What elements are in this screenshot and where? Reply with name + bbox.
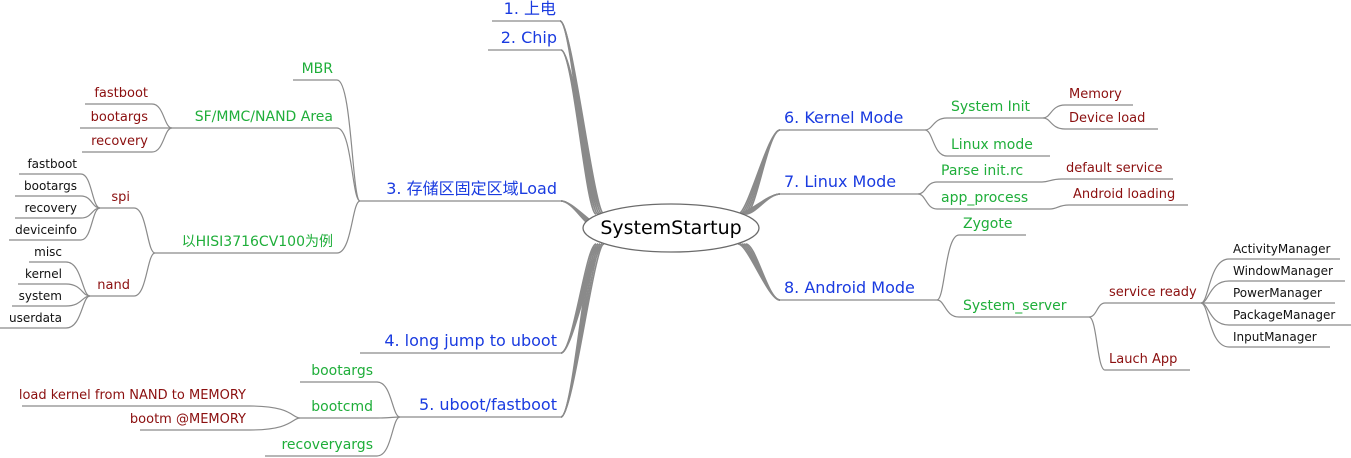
branch-connector: [1041, 178, 1063, 183]
node-b5b[interactable]: bootcmd: [311, 399, 373, 415]
branch-connector: [376, 381, 401, 418]
branch-connector: [65, 283, 91, 297]
branch-connector: [151, 127, 173, 153]
node-b3c2d[interactable]: userdata: [9, 311, 62, 325]
branch-connector: [1049, 204, 1070, 210]
node-b7[interactable]: 7. Linux Mode: [784, 172, 897, 191]
root-connector: [745, 243, 781, 301]
node-b3b2[interactable]: bootargs: [90, 110, 148, 125]
node-b4[interactable]: 4. long jump to uboot: [384, 331, 557, 350]
branch-connector: [65, 261, 91, 297]
branch-connector: [1088, 302, 1106, 318]
branch-connector: [249, 405, 301, 419]
node-b5c[interactable]: recoveryargs: [281, 437, 373, 453]
branch-connector: [1042, 117, 1066, 130]
node-b7b1[interactable]: Android loading: [1073, 187, 1176, 202]
branch-connector: [376, 416, 401, 457]
branch-connector: [1200, 302, 1230, 326]
node-b6[interactable]: 6. Kernel Mode: [784, 108, 904, 127]
node-b3b1[interactable]: fastboot: [94, 86, 148, 101]
branch-connector: [917, 193, 938, 210]
branch-connector: [336, 127, 361, 202]
root-connector: [560, 243, 603, 418]
node-b3c1a[interactable]: fastboot: [27, 157, 77, 171]
branch-connector: [133, 252, 156, 297]
root-connector: [745, 193, 781, 215]
node-b3c1c[interactable]: recovery: [24, 201, 77, 215]
branch-connector: [1200, 302, 1230, 348]
node-b8b1d[interactable]: PackageManager: [1233, 308, 1336, 322]
node-b3c1d[interactable]: deviceinfo: [15, 223, 77, 237]
branch-connector: [65, 295, 91, 307]
node-b6a2[interactable]: Device load: [1069, 111, 1146, 126]
node-b8b1c[interactable]: PowerManager: [1233, 286, 1322, 300]
branch-connector: [133, 207, 156, 254]
node-b3c1[interactable]: spi: [111, 190, 130, 205]
node-b6a[interactable]: System Init: [951, 99, 1031, 115]
node-b5[interactable]: 5. uboot/fastboot: [419, 395, 557, 414]
node-b2[interactable]: 2. Chip: [500, 28, 557, 47]
branch-connector: [376, 416, 401, 419]
branch-connector: [924, 129, 948, 157]
node-b3c2[interactable]: nand: [97, 278, 130, 293]
node-b7a[interactable]: Parse init.rc: [941, 163, 1024, 179]
branch-connector: [336, 79, 361, 202]
node-b3c1b[interactable]: bootargs: [24, 179, 77, 193]
branch-connector: [80, 173, 101, 209]
branch-connector: [924, 117, 948, 131]
branch-connector: [151, 103, 173, 129]
node-b1[interactable]: 1. 上电: [503, 0, 556, 18]
node-b3[interactable]: 3. 存储区固定区域Load: [386, 179, 557, 198]
branch-connector: [936, 234, 960, 301]
node-b6a1[interactable]: Memory: [1069, 87, 1122, 102]
node-b5b1[interactable]: load kernel from NAND to MEMORY: [18, 388, 246, 403]
node-b8[interactable]: 8. Android Mode: [784, 278, 915, 297]
node-b6b[interactable]: Linux mode: [951, 137, 1033, 153]
root-connector: [559, 20, 605, 215]
node-b3c2a[interactable]: misc: [34, 245, 62, 259]
branch-connector: [1088, 316, 1106, 371]
node-b5a[interactable]: bootargs: [311, 363, 373, 379]
root-connector: [560, 243, 605, 418]
node-b3b[interactable]: SF/MMC/NAND Area: [194, 109, 333, 125]
root-connector: [560, 49, 605, 215]
branch-connector: [1042, 104, 1066, 119]
node-b7b[interactable]: app_process: [941, 190, 1029, 206]
branch-connector: [80, 207, 101, 241]
branch-connector: [1200, 280, 1230, 304]
branch-connector: [936, 299, 960, 318]
node-b8a[interactable]: Zygote: [963, 216, 1013, 232]
node-b3a[interactable]: MBR: [301, 61, 333, 77]
node-b8b1[interactable]: service ready: [1109, 285, 1197, 300]
node-b5b2[interactable]: bootm @MEMORY: [129, 412, 246, 427]
node-b8b1e[interactable]: InputManager: [1233, 330, 1317, 344]
root-connector: [560, 243, 601, 418]
branch-connector: [336, 200, 361, 254]
node-b3c2b[interactable]: kernel: [25, 267, 62, 281]
node-b8b1a[interactable]: ActivityManager: [1233, 242, 1331, 256]
root-node[interactable]: SystemStartup: [583, 204, 759, 252]
branch-connector: [65, 295, 91, 329]
branch-connector: [917, 181, 938, 195]
node-b3c[interactable]: 以HISI3716CV100为例: [181, 234, 333, 250]
node-b3b3[interactable]: recovery: [91, 134, 148, 149]
branch-connector: [249, 417, 301, 431]
node-b8b2[interactable]: Lauch App: [1109, 352, 1178, 367]
node-b8b[interactable]: System_server: [963, 298, 1067, 314]
root-node-label: SystemStartup: [600, 217, 742, 239]
node-b7a1[interactable]: default service: [1066, 161, 1163, 176]
node-b3c2c[interactable]: system: [18, 289, 62, 303]
node-b8b1b[interactable]: WindowManager: [1233, 264, 1333, 278]
root-node-shape: [582, 203, 760, 253]
